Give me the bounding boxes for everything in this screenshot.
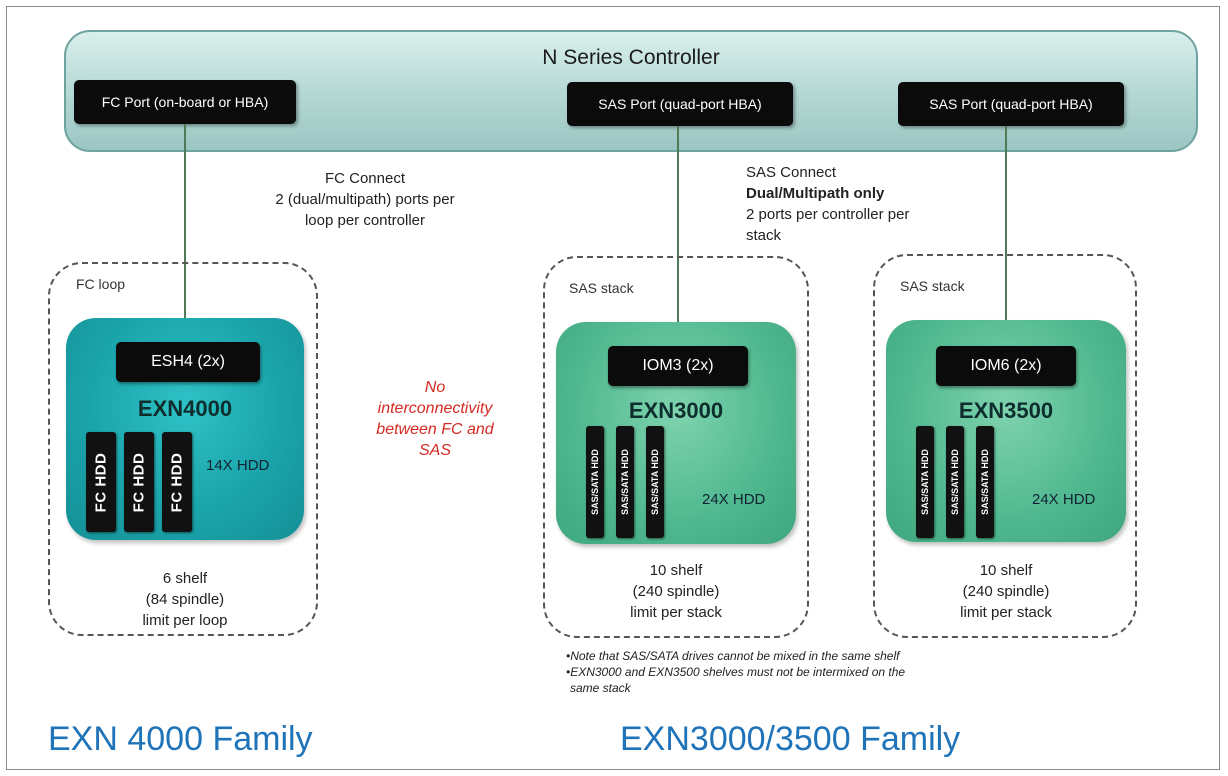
limit-line: limit per stack: [630, 604, 722, 621]
controller-title: N Series Controller: [542, 46, 720, 69]
sas-connect-line: SAS Connect: [746, 164, 837, 181]
hdd-drive: SAS/SATA HDD: [616, 426, 634, 538]
fc-connect-note: FC Connect 2 (dual/multipath) ports per …: [270, 168, 460, 231]
drive-label: FC HDD: [92, 452, 110, 512]
drive-label: SAS/SATA HDD: [620, 449, 630, 515]
hdd-drive: SAS/SATA HDD: [646, 426, 664, 538]
sas-limit-note-2: 10 shelf (240 spindle) limit per stack: [886, 560, 1126, 623]
sas-connect-line: stack: [746, 227, 782, 244]
fc-loop-group: [48, 262, 318, 636]
sas-stack-label: SAS stack: [569, 280, 634, 296]
drive-label: SAS/SATA HDD: [920, 449, 930, 515]
drive-label: SAS/SATA HDD: [950, 449, 960, 515]
exn4000-name: EXN4000: [137, 396, 233, 421]
limit-line: (240 spindle): [632, 583, 720, 600]
sas-port-2: SAS Port (quad-port HBA): [898, 82, 1124, 126]
fc-cable: [184, 124, 186, 342]
esh4-module: ESH4 (2x): [116, 342, 260, 382]
limit-line: 10 shelf: [649, 562, 703, 579]
limit-line: limit per loop: [142, 612, 228, 629]
warning-line: SAS: [418, 442, 451, 459]
limit-line: limit per stack: [960, 604, 1052, 621]
fc-connect-line: FC Connect: [324, 170, 406, 187]
fc-port: FC Port (on-board or HBA): [74, 80, 296, 124]
limit-line: (240 spindle): [962, 583, 1050, 600]
fc-connect-line: 2 (dual/multipath) ports per: [275, 191, 455, 208]
fc-limit-note: 6 shelf (84 spindle) limit per loop: [66, 568, 304, 631]
hdd-drive: SAS/SATA HDD: [946, 426, 964, 538]
sas-connect-emphasis: Dual/Multipath only: [746, 185, 885, 202]
exn3500-name: EXN3500: [958, 398, 1054, 423]
footnote-line: •EXN3000 and EXN3500 shelves must not be…: [566, 665, 906, 679]
drive-label: SAS/SATA HDD: [650, 449, 660, 515]
footnote-line: same stack: [570, 681, 631, 695]
slide-frame: [6, 6, 1220, 770]
footnote-line: •Note that SAS/SATA drives cannot be mix…: [566, 649, 900, 663]
fc-connect-line: loop per controller: [304, 212, 426, 229]
sas-limit-note-1: 10 shelf (240 spindle) limit per stack: [556, 560, 796, 623]
no-interconnectivity-note: No interconnectivity between FC and SAS: [350, 377, 520, 461]
sas-cable-2: [1005, 126, 1007, 346]
drive-label: SAS/SATA HDD: [980, 449, 990, 515]
hdd-drive: FC HDD: [162, 432, 192, 532]
hdd-count: 24X HDD: [1032, 491, 1096, 508]
hdd-drive: SAS/SATA HDD: [586, 426, 604, 538]
hdd-drive: FC HDD: [86, 432, 116, 532]
drive-label: FC HDD: [168, 452, 186, 512]
exn3000-3500-family-title: EXN3000/3500 Family: [620, 720, 961, 758]
exn4000-family-title: EXN 4000 Family: [48, 720, 313, 758]
hdd-count: 14X HDD: [206, 457, 270, 474]
hdd-drive: FC HDD: [124, 432, 154, 532]
warning-line: between FC and: [376, 421, 494, 438]
sas-connect-line: 2 ports per controller per: [746, 206, 910, 223]
sas-stack-group-1: [543, 256, 809, 638]
iom6-module: IOM6 (2x): [936, 346, 1076, 386]
limit-line: 6 shelf: [162, 570, 208, 587]
sas-connect-note: SAS Connect Dual/Multipath only 2 ports …: [746, 162, 986, 246]
drive-label: FC HDD: [130, 452, 148, 512]
hdd-count: 24X HDD: [702, 491, 766, 508]
iom3-module: IOM3 (2x): [608, 346, 748, 386]
sas-port-1: SAS Port (quad-port HBA): [567, 82, 793, 126]
limit-line: (84 spindle): [145, 591, 225, 608]
fc-loop-label: FC loop: [76, 276, 126, 292]
sas-cable-1: [677, 126, 679, 344]
exn3000-name: EXN3000: [628, 398, 724, 423]
hdd-drive: SAS/SATA HDD: [976, 426, 994, 538]
warning-line: No: [424, 379, 446, 396]
sas-stack-label: SAS stack: [900, 278, 965, 294]
limit-line: 10 shelf: [979, 562, 1033, 579]
footnotes: •Note that SAS/SATA drives cannot be mix…: [566, 648, 1066, 696]
warning-line: interconnectivity: [377, 400, 493, 417]
drive-label: SAS/SATA HDD: [590, 449, 600, 515]
sas-stack-group-2: [873, 254, 1137, 638]
hdd-drive: SAS/SATA HDD: [916, 426, 934, 538]
